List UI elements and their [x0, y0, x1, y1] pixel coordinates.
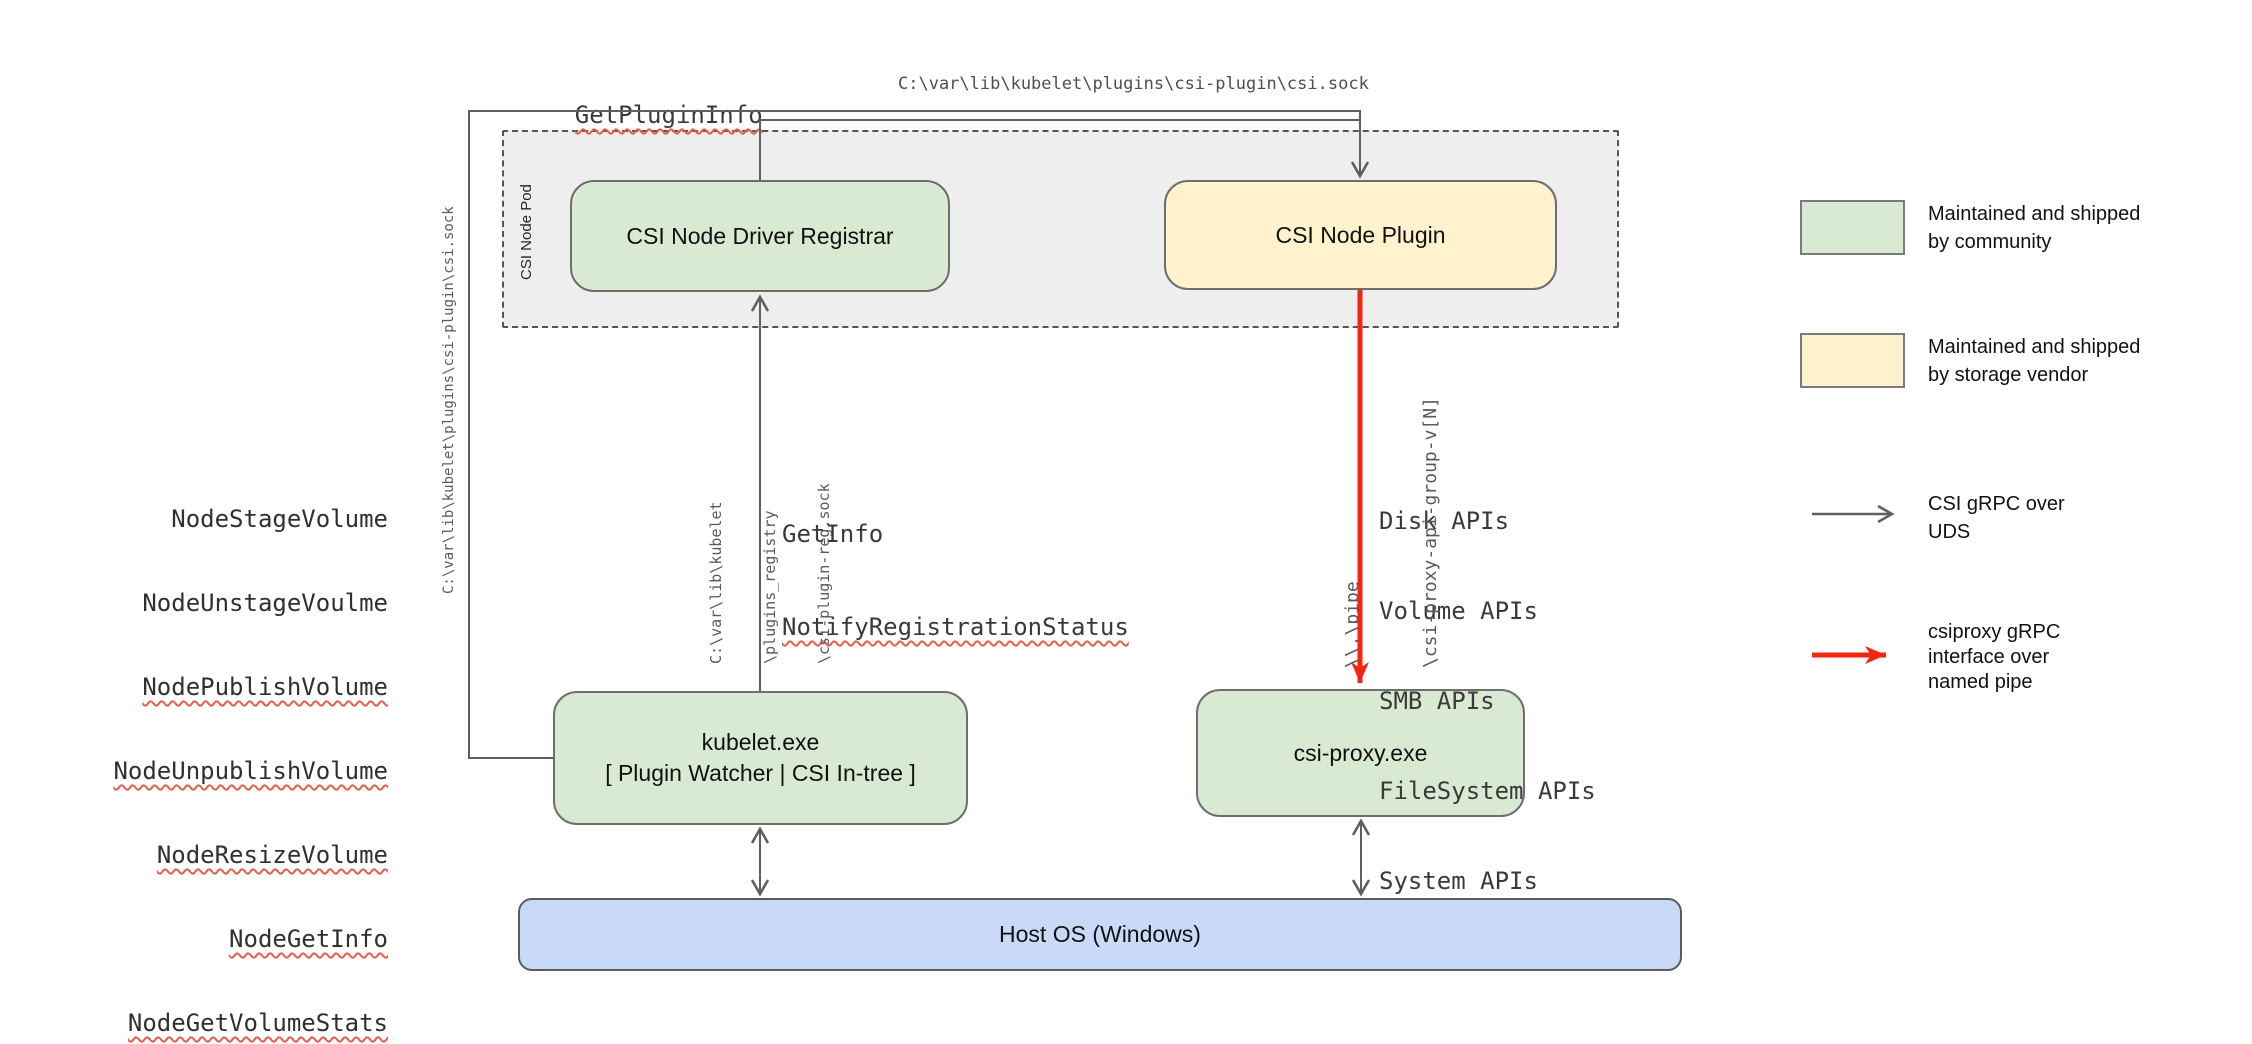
- kubelet-label-line1: kubelet.exe: [701, 729, 820, 755]
- node-call-item: NodeGetVolumeStats: [127, 1009, 388, 1037]
- csi-sock-path-top-label: C:\var\lib\kubelet\plugins\csi-plugin\cs…: [898, 74, 1369, 94]
- node-kubelet: kubelet.exe [ Plugin Watcher | CSI In-tr…: [553, 691, 968, 825]
- get-plugin-info-label: GetPluginInfo: [517, 73, 763, 157]
- proxy-api-item: SMB APIs: [1379, 687, 1495, 715]
- proxy-api-list: Disk APIs Volume APIs SMB APIs FileSyste…: [1379, 446, 1596, 956]
- named-pipe-path-label: \\.\pipe \csi-proxy-api-group-v[N]: [1342, 397, 1441, 668]
- kubelet-label-line2: [ Plugin Watcher | CSI In-tree ]: [605, 760, 916, 786]
- node-calls-list: NodeStageVolume NodeUnstageVoulme NodePu…: [95, 449, 388, 1044]
- node-call-item: NodeStageVolume: [171, 505, 388, 533]
- legend-uds-label: CSI gRPC over UDS: [1928, 493, 2065, 543]
- node-call-item: NodePublishVolume: [142, 673, 388, 701]
- legend-community-label: Maintained and shipped by community: [1928, 203, 2141, 253]
- csi-node-pod-label: CSI Node Pod: [518, 184, 535, 280]
- proxy-api-item: FileSystem APIs: [1379, 777, 1596, 805]
- legend-vendor-label: Maintained and shipped by storage vendor: [1928, 336, 2141, 386]
- node-label-registrar: CSI Node Driver Registrar: [626, 222, 894, 249]
- node-csi-node-driver-registrar: CSI Node Driver Registrar: [570, 180, 950, 292]
- node-csi-node-plugin: CSI Node Plugin: [1164, 180, 1557, 290]
- proxy-api-item: Disk APIs: [1379, 507, 1510, 535]
- node-call-item: NodeUnstageVoulme: [142, 589, 388, 617]
- csi-sock-path-left-label: C:\var\lib\kubelet\plugins\csi-plugin\cs…: [441, 206, 457, 594]
- legend-vendor-swatch: [1800, 333, 1905, 388]
- node-call-item: NodeUnpublishVolume: [113, 757, 388, 785]
- legend-community-swatch: [1800, 200, 1905, 255]
- get-plugin-info-text: GetPluginInfo: [574, 101, 763, 129]
- legend-namedpipe-label: csiproxy gRPC interface over named pipe: [1928, 621, 2061, 693]
- node-call-item: NodeResizeVolume: [156, 841, 388, 869]
- registry-sock-path-label: C:\var\lib\kubelet \plugins_registry \cs…: [707, 483, 833, 664]
- node-label-plugin: CSI Node Plugin: [1275, 221, 1446, 248]
- host-os-label: Host OS (Windows): [999, 921, 1201, 947]
- proxy-api-item: Volume APIs: [1379, 597, 1538, 625]
- node-call-item: NodeGetInfo: [229, 925, 388, 953]
- proxy-api-item: System APIs: [1379, 867, 1538, 895]
- node-host-os: Host OS (Windows): [518, 898, 1682, 971]
